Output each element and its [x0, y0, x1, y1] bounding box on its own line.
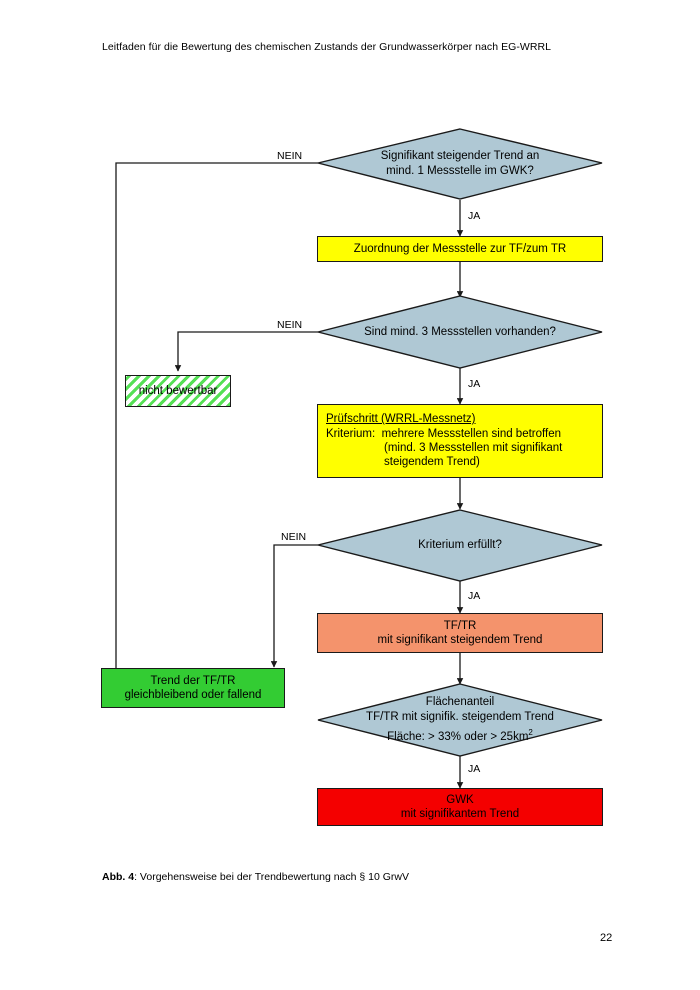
- result-trend-gleichbleibend[interactable]: Trend der TF/TR gleichbleibend oder fall…: [101, 668, 285, 708]
- pruefschritt-line3: steigendem Trend): [384, 456, 480, 468]
- figure-caption-label: Abb. 4: [102, 871, 135, 883]
- edge-nein-messstellen-to-nicht-bewertbar: [174, 331, 318, 372]
- process-zuordnung[interactable]: Zuordnung der Messstelle zur TF/zum TR: [317, 236, 603, 262]
- edge-label-nein-1: NEIN: [277, 150, 303, 162]
- pruefschritt-line1: Kriterium: mehrere Messstellen sind betr…: [326, 428, 561, 440]
- page-number: 22: [600, 932, 613, 944]
- figure-caption: Abb. 4: Vorgehensweise bei der Trendbewe…: [102, 871, 409, 883]
- result-trend-gleichbleibend-line1: Trend der TF/TR: [150, 675, 236, 687]
- edge-label-nein-2: NEIN: [277, 319, 303, 331]
- figure-caption-text: : Vorgehensweise bei der Trendbewertung …: [134, 871, 410, 883]
- result-gwk-line2: mit signifikantem Trend: [400, 808, 520, 820]
- edge-label-ja-3: JA: [468, 590, 481, 602]
- result-trend-gleichbleibend-line2: gleichbleibend oder fallend: [124, 689, 262, 701]
- edge-label-ja-1: JA: [468, 210, 481, 222]
- decision-messstellen-shape[interactable]: [317, 295, 603, 369]
- edge-label-ja-4: JA: [468, 763, 481, 775]
- edge-label-nein-3: NEIN: [281, 531, 307, 543]
- result-gwk[interactable]: GWK mit signifikantem Trend: [317, 788, 603, 826]
- result-tf-tr[interactable]: TF/TR mit signifikant steigendem Trend: [317, 613, 603, 653]
- edge-label-ja-2: JA: [468, 378, 481, 390]
- decision-kriterium-shape[interactable]: [317, 509, 603, 582]
- terminator-nicht-bewertbar[interactable]: nicht bewertbar: [125, 375, 231, 407]
- edge-nein-trend-to-green: [115, 162, 318, 669]
- pruefschritt-line2: (mind. 3 Messstellen mit signifikant: [384, 442, 563, 454]
- decision-flaechenanteil-shape[interactable]: [317, 683, 603, 757]
- process-zuordnung-text: Zuordnung der Messstelle zur TF/zum TR: [353, 243, 567, 255]
- edge-nein-kriterium-to-green: [270, 544, 318, 668]
- terminator-nicht-bewertbar-text: nicht bewertbar: [138, 385, 218, 397]
- document-header: Leitfaden für die Bewertung des chemisch…: [102, 41, 552, 53]
- decision-trend-shape[interactable]: [317, 128, 603, 200]
- result-tf-tr-line1: TF/TR: [443, 620, 477, 632]
- pruefschritt-title: Prüfschritt (WRRL-Messnetz): [326, 413, 476, 425]
- process-pruefschritt[interactable]: Prüfschritt (WRRL-Messnetz) Kriterium: m…: [317, 404, 603, 478]
- result-tf-tr-line2: mit signifikant steigendem Trend: [377, 634, 543, 646]
- result-gwk-line1: GWK: [446, 794, 474, 806]
